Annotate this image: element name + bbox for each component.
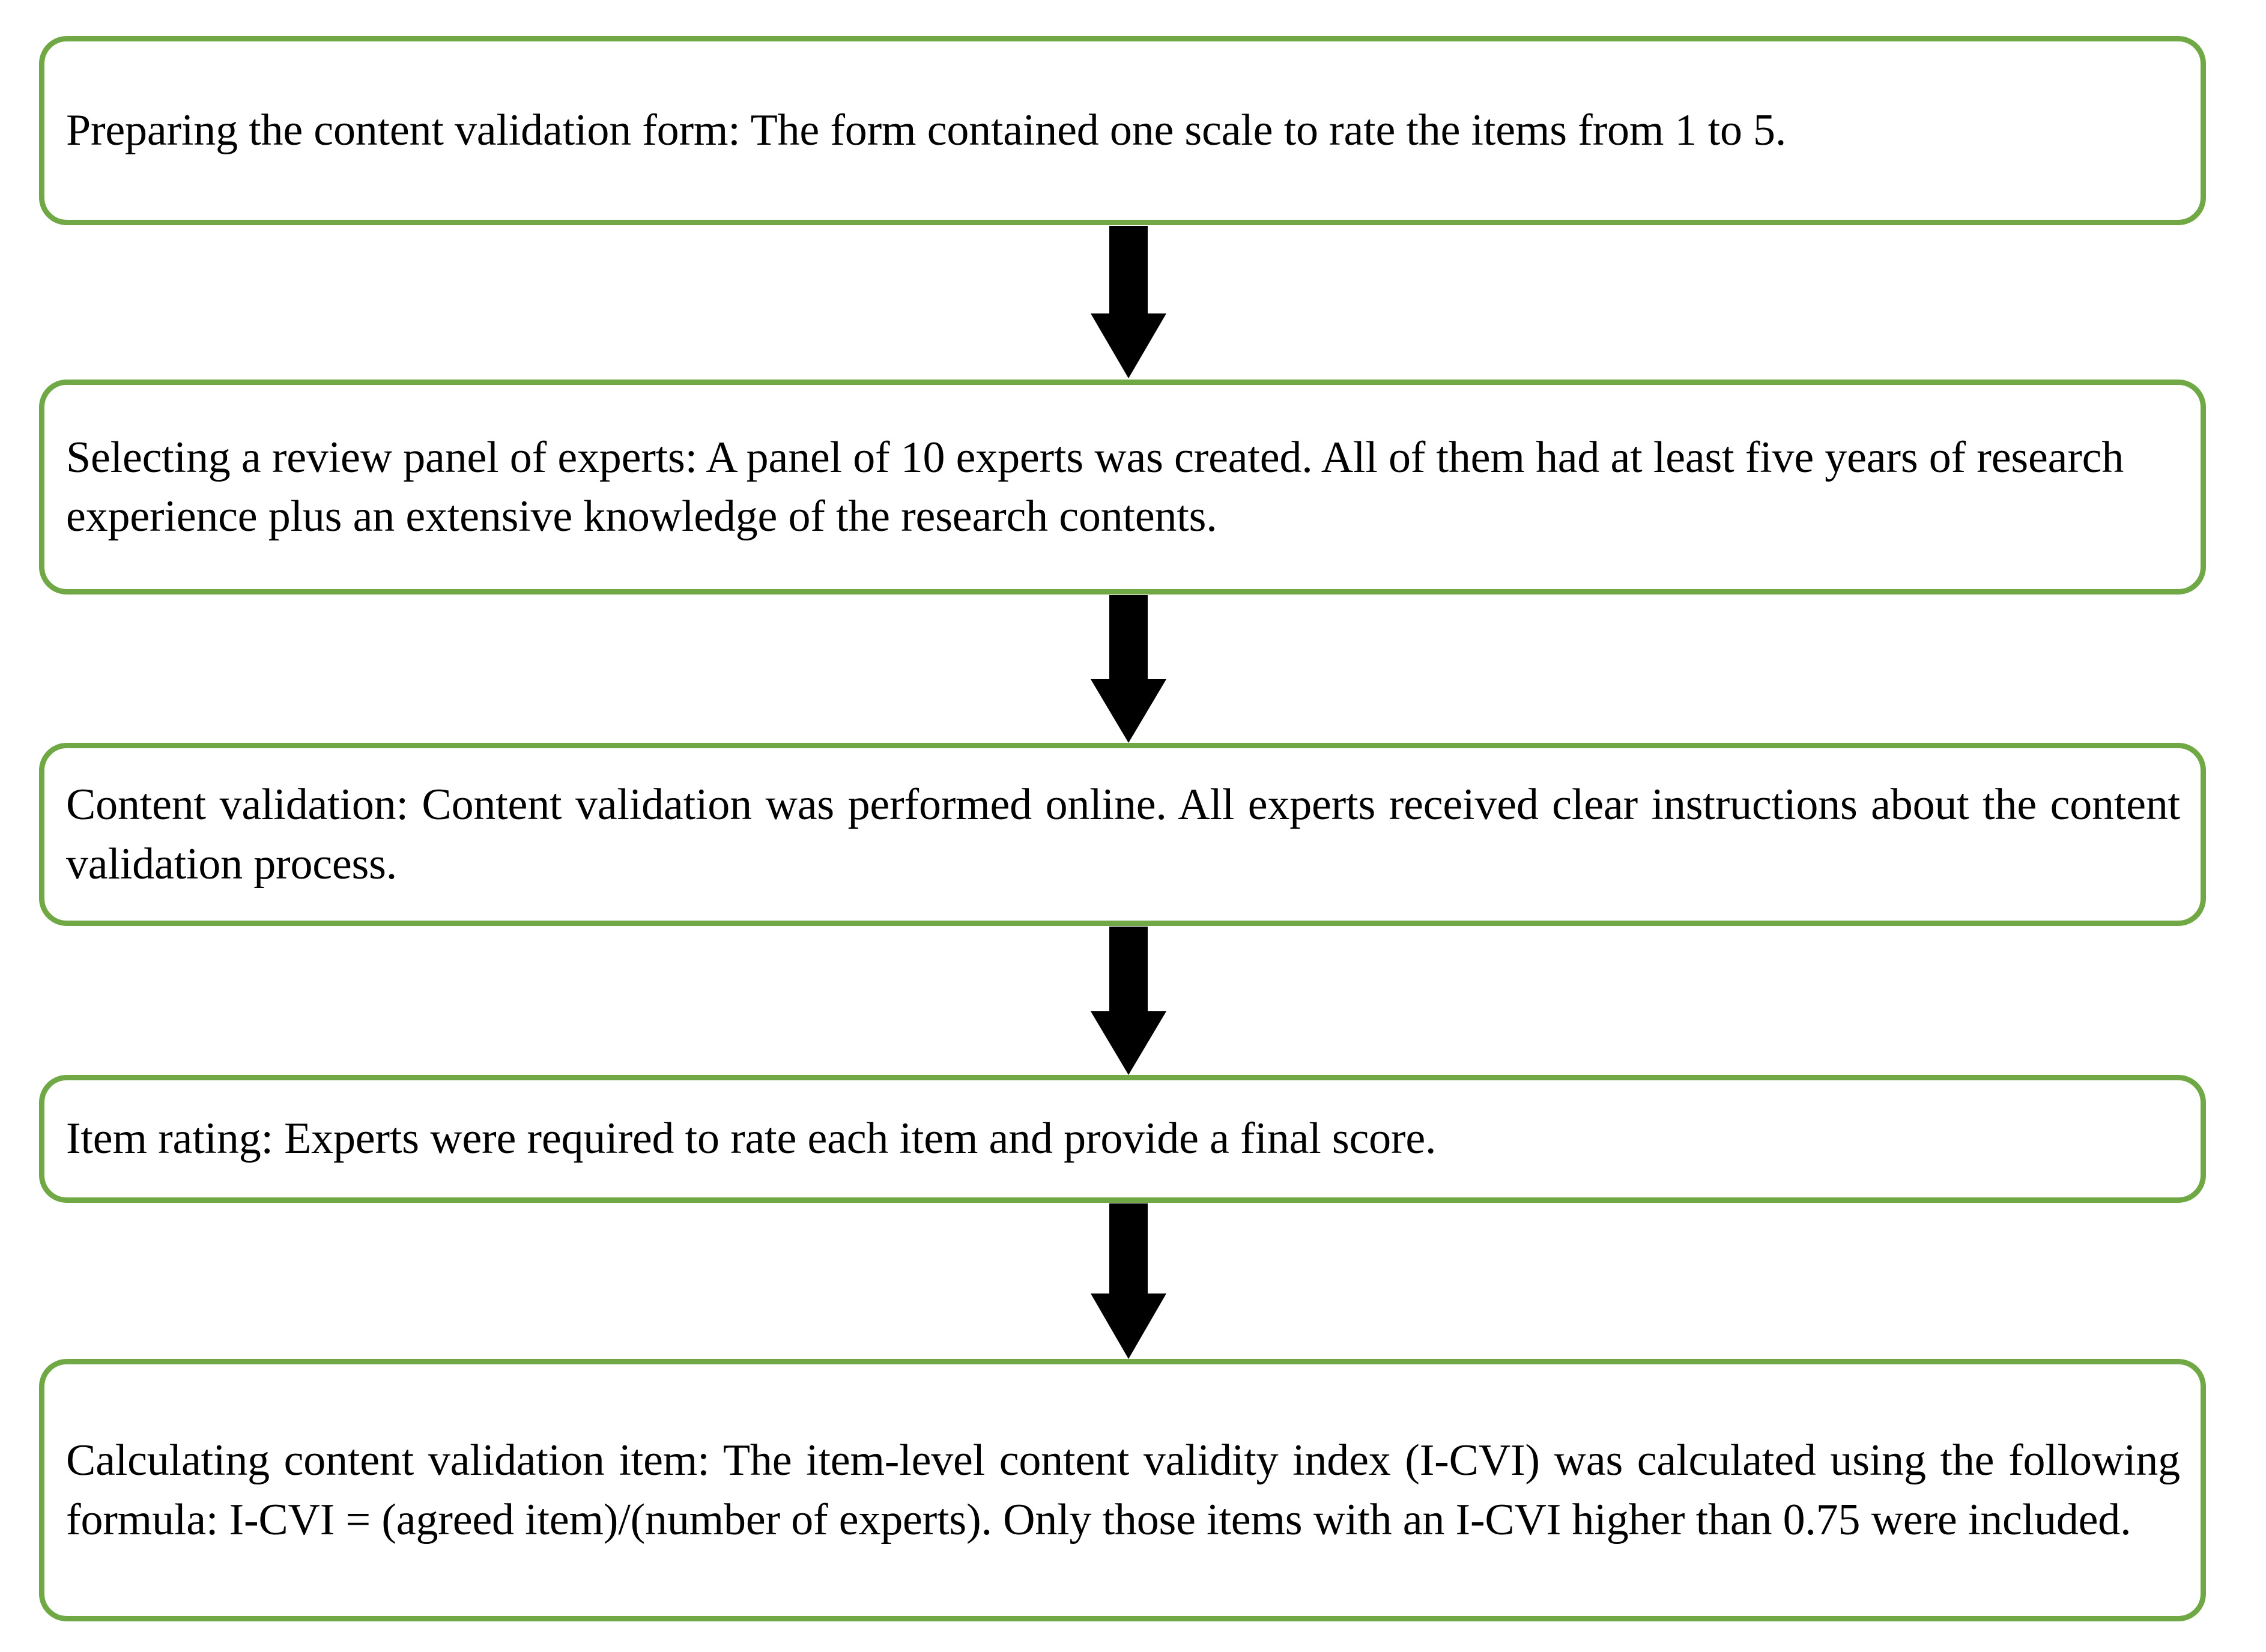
flow-node-step-4-label: Item rating: Experts were required to ra…	[66, 1114, 1437, 1164]
flow-node-step-5: Calculating content validation item: The…	[39, 1359, 2206, 1621]
flow-node-step-3: Content validation: Content validation w…	[39, 743, 2206, 926]
arrow-step4-to-step5	[1091, 1203, 1166, 1359]
arrow-step2-to-step3	[1091, 595, 1166, 743]
flow-node-step-2-label: Selecting a review panel of experts: A p…	[66, 432, 2124, 541]
flow-node-step-4: Item rating: Experts were required to ra…	[39, 1075, 2206, 1203]
flow-node-step-2: Selecting a review panel of experts: A p…	[39, 380, 2206, 595]
flow-node-step-5-label: Calculating content validation item: The…	[66, 1436, 2180, 1545]
flow-node-step-1-label: Preparing the content validation form: T…	[66, 106, 1787, 156]
arrow-step3-to-step4	[1091, 927, 1166, 1075]
flow-node-step-3-label: Content validation: Content validation w…	[66, 780, 2180, 889]
flow-node-step-1: Preparing the content validation form: T…	[39, 36, 2206, 225]
arrow-step1-to-step2	[1091, 226, 1166, 378]
